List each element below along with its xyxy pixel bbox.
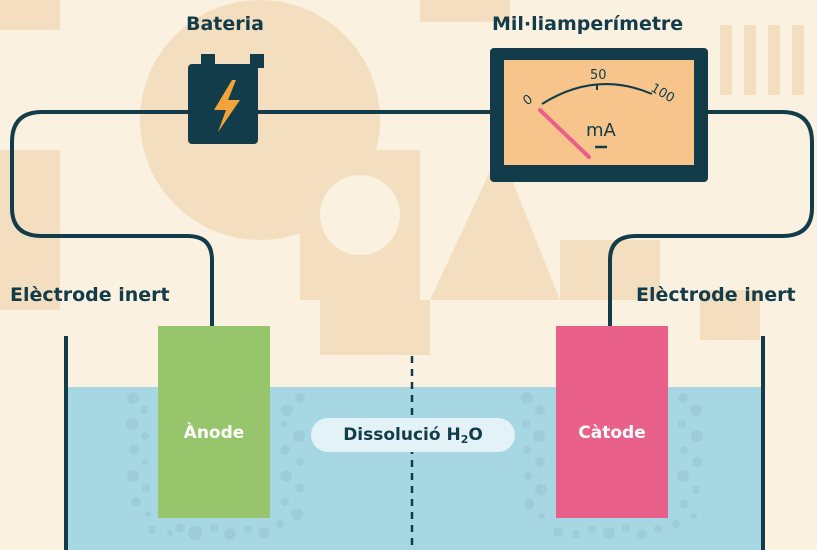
solution-label-tail: O — [468, 425, 483, 445]
battery-label: Bateria — [186, 13, 264, 35]
milliammeter — [490, 48, 708, 182]
electrode-label-left: Elèctrode inert — [10, 284, 170, 306]
electrode-label-right: Elèctrode inert — [636, 284, 796, 306]
wire-left — [10, 110, 214, 326]
cathode-electrode — [556, 326, 668, 518]
meter-unit: mA — [586, 120, 616, 141]
solution-label-text: Dissolució H — [343, 425, 461, 445]
meter-scale-mid: 50 — [590, 68, 607, 83]
wire-right — [608, 110, 814, 326]
gas-bubbles — [126, 392, 703, 540]
meter-needle — [538, 108, 591, 159]
meter-scale-arc — [541, 83, 653, 105]
circuit-wires — [10, 110, 814, 326]
battery — [188, 54, 264, 144]
cathode-label: Càtode — [578, 423, 646, 443]
anode-electrode — [158, 326, 270, 518]
lightning-icon — [214, 80, 240, 132]
milliammeter-label: Mil·liamperímetre — [492, 13, 684, 35]
solution-label-subscript: 2 — [460, 432, 469, 446]
anode-label: Ànode — [183, 423, 245, 443]
